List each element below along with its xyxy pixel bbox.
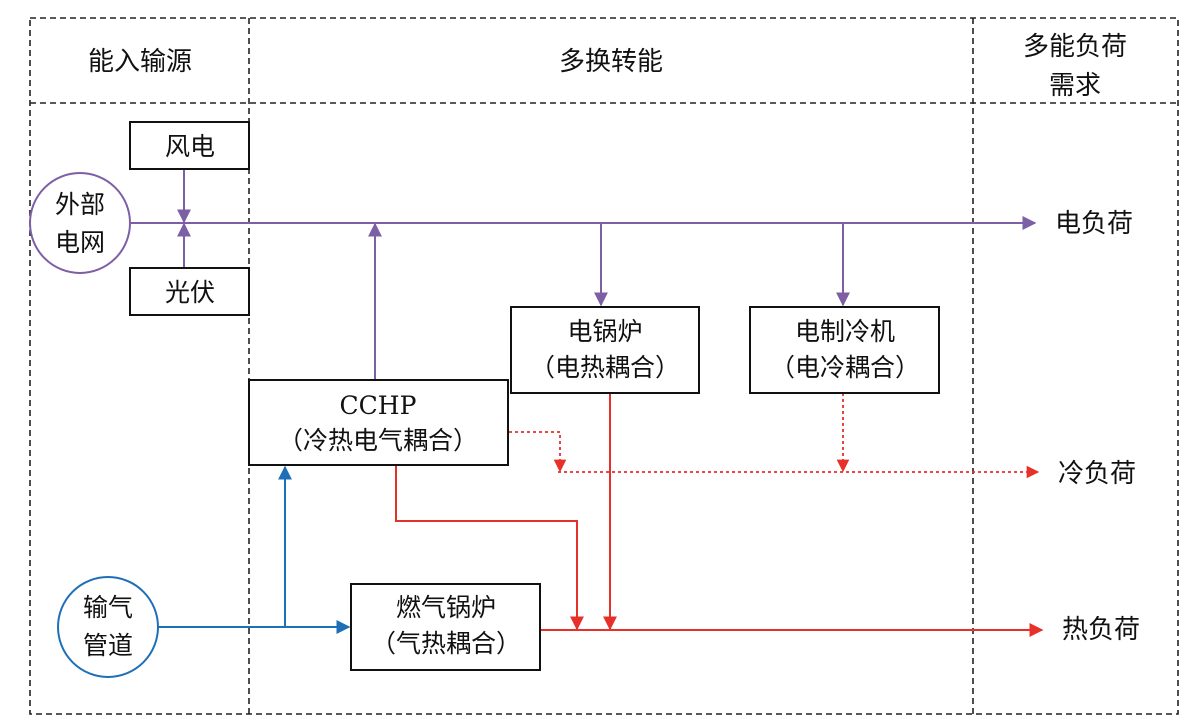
electric-flows <box>130 170 1037 380</box>
header-demand-line1: 多能负荷 <box>1023 32 1127 62</box>
cchp-to-heat-arrow <box>395 465 584 631</box>
cchp-label-line1: CCHP <box>340 391 417 420</box>
gas-label-line2: 管道 <box>83 631 133 660</box>
header-conversion: 多换转能 <box>559 47 663 77</box>
electric-load-label: 电负荷 <box>1055 209 1133 239</box>
gas-circle: 输气 管道 <box>57 576 159 678</box>
gboiler-box: 燃气锅炉 （气热耦合） <box>350 583 541 671</box>
wind-box: 风电 <box>129 121 250 170</box>
gboiler-label-line2: （气热耦合） <box>371 629 521 658</box>
wind-label: 风电 <box>165 132 215 161</box>
eboiler-label-line2: （电热耦合） <box>530 353 680 382</box>
grid-circle: 外部 电网 <box>29 172 131 274</box>
echiller-label-line2: （电冷耦合） <box>770 353 920 382</box>
header-source: 能入输源 <box>88 47 192 77</box>
pv-label: 光伏 <box>165 278 215 307</box>
header-demand-line2: 需求 <box>1049 71 1101 101</box>
pv-box: 光伏 <box>129 267 250 316</box>
grid-label-line1: 外部 <box>55 190 105 219</box>
cchp-label-line2: （冷热电气耦合） <box>278 426 478 455</box>
gas-label-line1: 输气 <box>83 593 133 622</box>
eboiler-box: 电锅炉 （电热耦合） <box>510 306 700 394</box>
gboiler-label-line1: 燃气锅炉 <box>396 593 496 622</box>
grid-label-line2: 电网 <box>55 228 105 257</box>
heat-load-label: 热负荷 <box>1062 615 1140 645</box>
cchp-to-cooling-arrow <box>509 431 567 473</box>
heat-flows <box>395 393 1044 637</box>
echiller-box: 电制冷机 （电冷耦合） <box>749 306 940 394</box>
gas-flows <box>158 465 351 634</box>
cchp-box: CCHP （冷热电气耦合） <box>248 379 509 466</box>
echiller-label-line1: 电制冷机 <box>795 317 895 346</box>
frame-outer <box>29 17 1179 715</box>
cooling-flows <box>509 393 1040 479</box>
eboiler-label-line1: 电锅炉 <box>567 317 642 346</box>
cooling-load-label: 冷负荷 <box>1058 459 1136 489</box>
